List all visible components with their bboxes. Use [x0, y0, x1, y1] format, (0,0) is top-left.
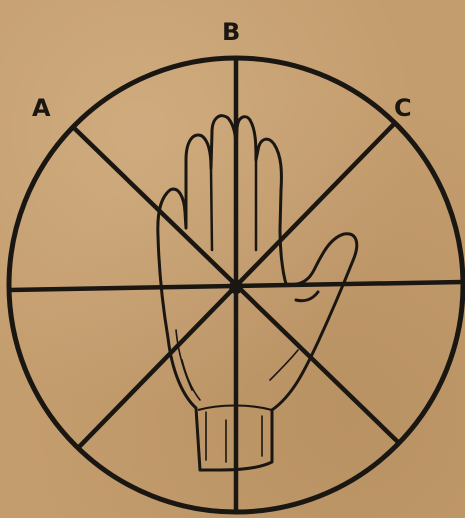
finger-line-1 — [211, 168, 212, 250]
center-dot — [229, 280, 243, 294]
label-b: B — [222, 18, 240, 46]
label-a: A — [32, 94, 51, 122]
thumb-crease — [296, 292, 318, 301]
hand-illustration — [158, 116, 357, 470]
label-c: C — [394, 94, 412, 122]
hand-outline — [158, 116, 357, 470]
